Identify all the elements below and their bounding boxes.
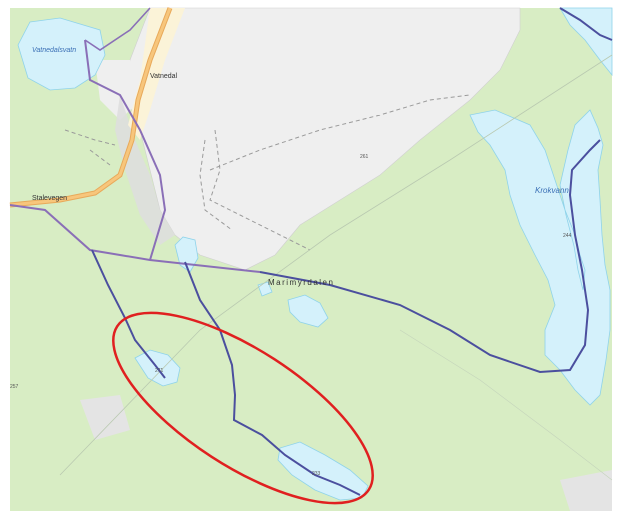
label-elevation-257: 257	[10, 384, 19, 390]
label-stalevegen: Stalevegen	[32, 195, 67, 202]
grid-line	[399, 329, 613, 481]
label-krokvann: Krokvann	[535, 186, 569, 195]
stream	[91, 249, 166, 379]
lake-top-right	[559, 7, 613, 77]
grid-line	[59, 54, 613, 476]
boundary-line	[84, 7, 151, 51]
label-vatnedalsvatn: Vatnedalsvatn	[32, 47, 76, 54]
stream	[184, 261, 361, 496]
track-dashed	[64, 129, 116, 146]
label-vatnedal: Vatnedal	[150, 73, 178, 80]
label-marimyrdalen: Marimyrdalen	[268, 278, 334, 287]
terrain-hatch	[115, 95, 175, 245]
track-dashed	[209, 129, 311, 251]
stream	[559, 7, 613, 41]
boundary-line	[84, 39, 167, 261]
rock-patch	[560, 470, 612, 511]
highlight-ellipse	[112, 311, 374, 505]
label-elevation-261: 261	[360, 154, 369, 160]
rock-patch	[80, 395, 130, 440]
river	[259, 139, 601, 374]
main-road-fill	[9, 7, 172, 207]
sand-strip	[128, 8, 185, 140]
label-elevation-271: 271	[155, 368, 164, 374]
lake-vatnedalsvatn	[17, 17, 106, 91]
track-dashed	[199, 139, 233, 231]
pond-marimyrdalen	[287, 294, 329, 328]
track-dashed	[209, 94, 471, 171]
label-elevation-krokvann: 244	[563, 233, 572, 239]
label-elevation-233: 233	[312, 471, 321, 477]
open-land-patch	[95, 60, 140, 120]
